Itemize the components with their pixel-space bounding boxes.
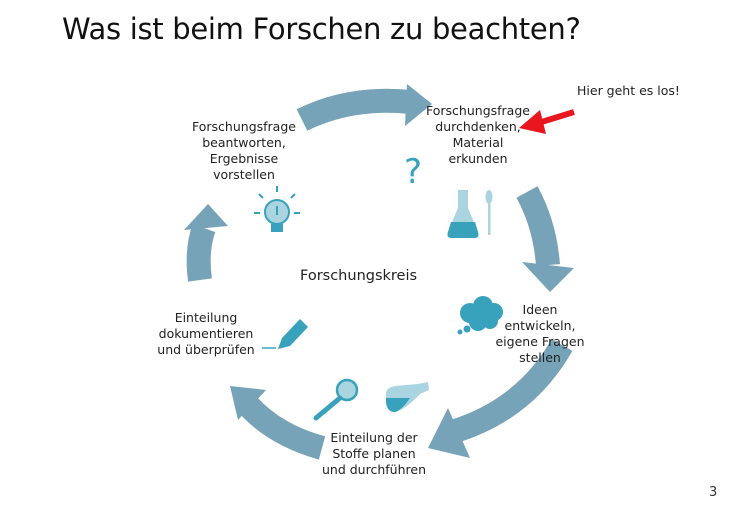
cycle-title: Forschungskreis <box>300 268 418 284</box>
cycle-arrowhead-right <box>522 262 574 292</box>
cycle-arrowhead-bottom-right <box>428 408 470 458</box>
magnifier-icon <box>313 378 359 421</box>
thought-cloud-icon <box>457 296 503 335</box>
step-3-label: Einteilung der Stoffe planen und durchfü… <box>322 430 426 477</box>
question-mark-icon: ? <box>404 152 422 192</box>
cycle-arrow-top <box>296 88 412 131</box>
page-number: 3 <box>709 485 718 500</box>
step-1-label: Forschungsfrage durchdenken, Material er… <box>426 103 530 166</box>
cycle-arrow-right <box>516 186 560 267</box>
step-4-label: Einteilung dokumentieren und überprüfen <box>157 310 255 357</box>
start-note: Hier geht es los! <box>577 83 680 98</box>
cycle-arrow-bottom-left <box>239 396 326 460</box>
step-5-label: Forschungsfrage beantworten, Ergebnisse … <box>192 119 296 182</box>
step-2-label: Ideen entwickeln, eigene Fragen stellen <box>495 302 585 365</box>
lightbulb-icon <box>254 186 300 232</box>
cycle-arrow-bottom-right <box>448 338 573 444</box>
cycle-arrowhead-top <box>405 84 432 126</box>
cycle-arrowhead-bottom-left <box>230 386 266 420</box>
flask-icon <box>447 190 493 238</box>
tilted-flask-icon <box>385 382 429 412</box>
pencil-icon <box>262 319 308 349</box>
red-arrow-icon <box>519 109 575 134</box>
slide-title: Was ist beim Forschen zu beachten? <box>62 12 581 46</box>
cycle-arrowhead-left <box>184 204 228 230</box>
cycle-arrow-left <box>186 223 216 282</box>
